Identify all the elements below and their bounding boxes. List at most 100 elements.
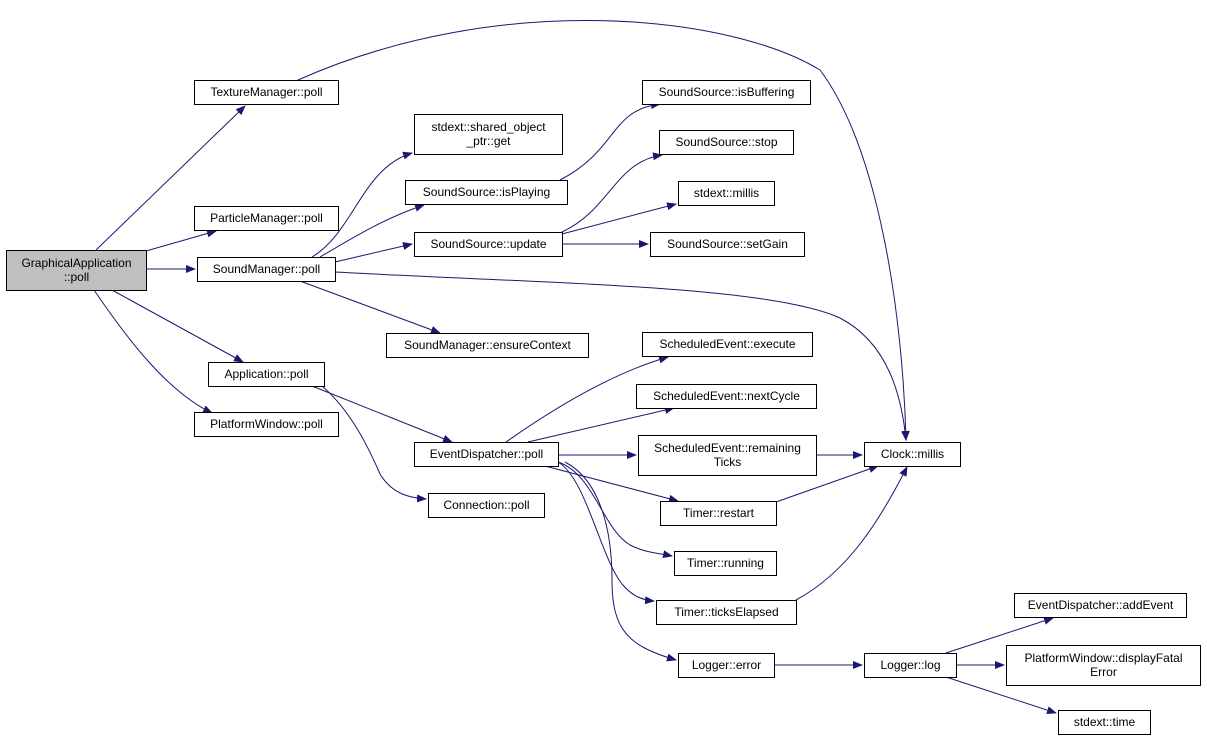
node-label: ScheduledEvent::remaining [654, 441, 801, 455]
node-box [660, 501, 777, 526]
node-ss-isplaying[interactable]: SoundSource::isPlaying [405, 180, 568, 205]
edge-ga-poll-to-partmgr-poll [145, 229, 217, 252]
edge-path [775, 465, 879, 503]
node-partmgr-poll[interactable]: ParticleManager::poll [194, 206, 339, 231]
edge-timer-restart-to-clock-millis [775, 465, 879, 503]
edge-path [95, 105, 246, 251]
node-clock-millis[interactable]: Clock::millis [864, 442, 961, 467]
edge-path [561, 202, 677, 235]
node-label: TextureManager::poll [210, 85, 322, 99]
node-label: stdext::shared_object [431, 120, 546, 134]
node-box [194, 412, 339, 437]
node-box [642, 80, 811, 105]
edge-texmgr-poll-to-clock-millis [297, 20, 910, 441]
edge-ss-update-to-ss-stop [561, 152, 663, 233]
node-shared-get[interactable]: stdext::shared_object_ptr::get [414, 114, 563, 155]
nodes-layer: GraphicalApplication::poll TextureManager… [6, 80, 1201, 735]
node-ss-stop[interactable]: SoundSource::stop [659, 130, 794, 155]
node-box [405, 180, 568, 205]
node-box [678, 653, 775, 678]
node-box [638, 435, 817, 476]
edge-app-poll-to-conn-poll [321, 385, 427, 503]
edge-soundmgr-poll-to-ss-update [334, 242, 413, 263]
node-label: Clock::millis [881, 447, 944, 461]
edge-evd-poll-to-timer-ticks [557, 461, 655, 605]
node-timer-running[interactable]: Timer::running [674, 551, 777, 576]
edge-soundmgr-poll-to-sm-ensurecontext [299, 280, 441, 334]
node-box [864, 442, 961, 467]
node-logger-log[interactable]: Logger::log [864, 653, 957, 678]
node-label: SoundSource::setGain [667, 237, 788, 251]
node-box [194, 80, 339, 105]
node-soundmgr-poll[interactable]: SoundManager::poll [197, 257, 336, 282]
node-label: SoundManager::poll [213, 262, 320, 276]
node-ss-update[interactable]: SoundSource::update [414, 232, 563, 257]
edge-path [145, 229, 217, 252]
node-app-poll[interactable]: Application::poll [208, 362, 325, 387]
node-label: SoundSource::isBuffering [659, 85, 795, 99]
node-evd-addevent[interactable]: EventDispatcher::addEvent [1014, 593, 1187, 618]
node-box [428, 493, 545, 518]
node-box [1006, 645, 1201, 686]
edge-path [93, 289, 213, 414]
node-logger-error[interactable]: Logger::error [678, 653, 775, 678]
node-box [1014, 593, 1187, 618]
node-se-nextcycle[interactable]: ScheduledEvent::nextCycle [636, 384, 817, 409]
edges-layer [93, 20, 1057, 715]
edge-path [527, 406, 675, 443]
node-stdext-millis[interactable]: stdext::millis [678, 181, 775, 206]
node-label: SoundManager::ensureContext [404, 338, 571, 352]
node-label: PlatformWindow::poll [210, 417, 323, 431]
node-label: ScheduledEvent::nextCycle [653, 389, 800, 403]
edge-path [561, 152, 663, 233]
edge-path [557, 461, 673, 559]
node-conn-poll[interactable]: Connection::poll [428, 493, 545, 518]
node-sm-ensurecontext[interactable]: SoundManager::ensureContext [386, 333, 589, 358]
node-platwin-poll[interactable]: PlatformWindow::poll [194, 412, 339, 437]
node-label: SoundSource::stop [675, 135, 777, 149]
node-label: GraphicalApplication [21, 256, 131, 270]
node-box [659, 130, 794, 155]
node-box [197, 257, 336, 282]
edge-evd-poll-to-se-execute [505, 355, 669, 443]
edge-path [311, 385, 453, 443]
edge-evd-poll-to-logger-error [564, 461, 677, 662]
node-label: EventDispatcher::addEvent [1028, 598, 1174, 612]
edge-ga-poll-to-platwin-poll [93, 289, 213, 414]
node-label: Application::poll [224, 367, 308, 381]
node-se-execute[interactable]: ScheduledEvent::execute [642, 332, 813, 357]
node-label: stdext::millis [694, 186, 759, 200]
edge-evd-poll-to-se-nextcycle [527, 406, 675, 443]
node-box [642, 332, 813, 357]
node-ga-poll[interactable]: GraphicalApplication::poll [6, 250, 147, 291]
node-label: ScheduledEvent::execute [659, 337, 795, 351]
node-box [414, 442, 559, 467]
edge-path [297, 20, 910, 441]
node-label: PlatformWindow::displayFatal [1024, 651, 1182, 665]
node-label: Timer::ticksElapsed [674, 605, 778, 619]
node-stdext-time[interactable]: stdext::time [1058, 710, 1151, 735]
edge-path [321, 385, 427, 503]
node-texmgr-poll[interactable]: TextureManager::poll [194, 80, 339, 105]
node-box [386, 333, 589, 358]
edge-path [564, 461, 677, 662]
node-timer-ticks[interactable]: Timer::ticksElapsed [656, 600, 797, 625]
node-evd-poll[interactable]: EventDispatcher::poll [414, 442, 559, 467]
edge-ga-poll-to-texmgr-poll [95, 105, 246, 251]
node-timer-restart[interactable]: Timer::restart [660, 501, 777, 526]
node-ss-setgain[interactable]: SoundSource::setGain [650, 232, 805, 257]
edge-path [557, 461, 655, 605]
node-box [674, 551, 777, 576]
node-label: stdext::time [1074, 715, 1136, 729]
edge-soundmgr-poll-to-shared-get [311, 151, 413, 258]
edge-logger-log-to-stdext-time [945, 676, 1057, 715]
edge-soundmgr-poll-to-ss-isplaying [319, 204, 425, 258]
edge-soundmgr-poll-to-clock-millis [334, 271, 910, 441]
node-ss-isbuffering[interactable]: SoundSource::isBuffering [642, 80, 811, 105]
edge-logger-log-to-evd-addevent [945, 616, 1054, 654]
edge-path [505, 355, 669, 443]
node-box [650, 232, 805, 257]
node-label: ParticleManager::poll [210, 211, 323, 225]
